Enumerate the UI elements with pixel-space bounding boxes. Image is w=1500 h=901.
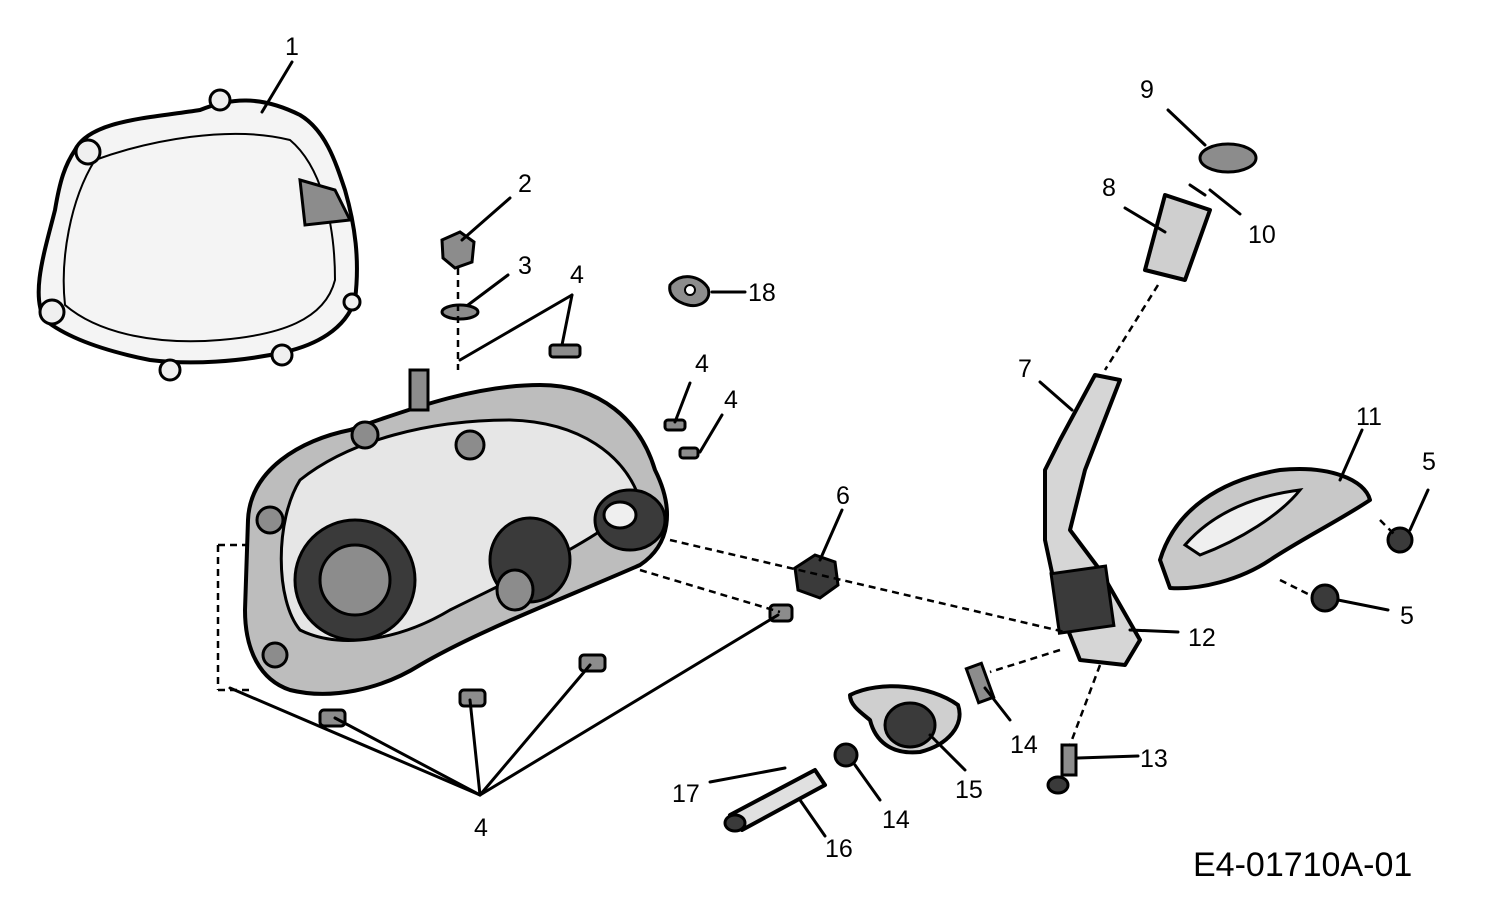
callout-5-lower: 5 [1400,602,1414,630]
callout-4-right-lower: 4 [724,386,738,414]
callout-12: 12 [1188,624,1216,652]
callout-5-upper: 5 [1422,448,1436,476]
part-2-nut [440,230,476,270]
callout-17: 17 [672,780,700,808]
part-10-ring [1188,183,1207,197]
drawing-code: E4-01710A-01 [1193,846,1412,884]
callout-14-left: 14 [882,806,910,834]
part-5-bolts [1310,526,1414,613]
callout-11: 11 [1356,403,1382,431]
callout-6: 6 [836,482,850,510]
part-6-nut [793,553,840,600]
callout-4-bottom: 4 [474,814,488,842]
callout-9: 9 [1140,76,1154,104]
part-13-bolt [1046,743,1078,795]
part-15-bracket [848,684,962,755]
callout-18: 18 [748,279,776,307]
part-11-cover [1158,467,1372,591]
callout-4-right-upper: 4 [695,350,709,378]
part-9-cap [1198,142,1258,174]
callout-15: 15 [955,776,983,804]
callout-2: 2 [518,170,532,198]
part-8-grip [1143,193,1212,282]
part-14-bolts [833,661,996,768]
callout-8: 8 [1102,174,1116,202]
part-18-clip [668,275,711,308]
part-7-shift-lever [1043,373,1142,667]
callout-10: 10 [1248,221,1276,249]
part-3-washer [440,303,480,321]
leader-lines [228,60,1430,838]
callout-14-right: 14 [1010,731,1038,759]
part-1-gasket [36,88,362,382]
part-16-rod [723,768,827,833]
callout-7: 7 [1018,355,1032,383]
callout-3: 3 [518,252,532,280]
callout-4-top: 4 [570,261,584,289]
assembly-lines [216,268,1396,746]
part-4-gear-housing [243,343,794,728]
callout-13: 13 [1140,745,1168,773]
callout-1: 1 [285,33,299,61]
callout-16: 16 [825,835,853,863]
callout-labels: 1 2 3 4 4 4 4 5 5 6 7 8 9 10 11 12 13 14… [285,33,1436,863]
